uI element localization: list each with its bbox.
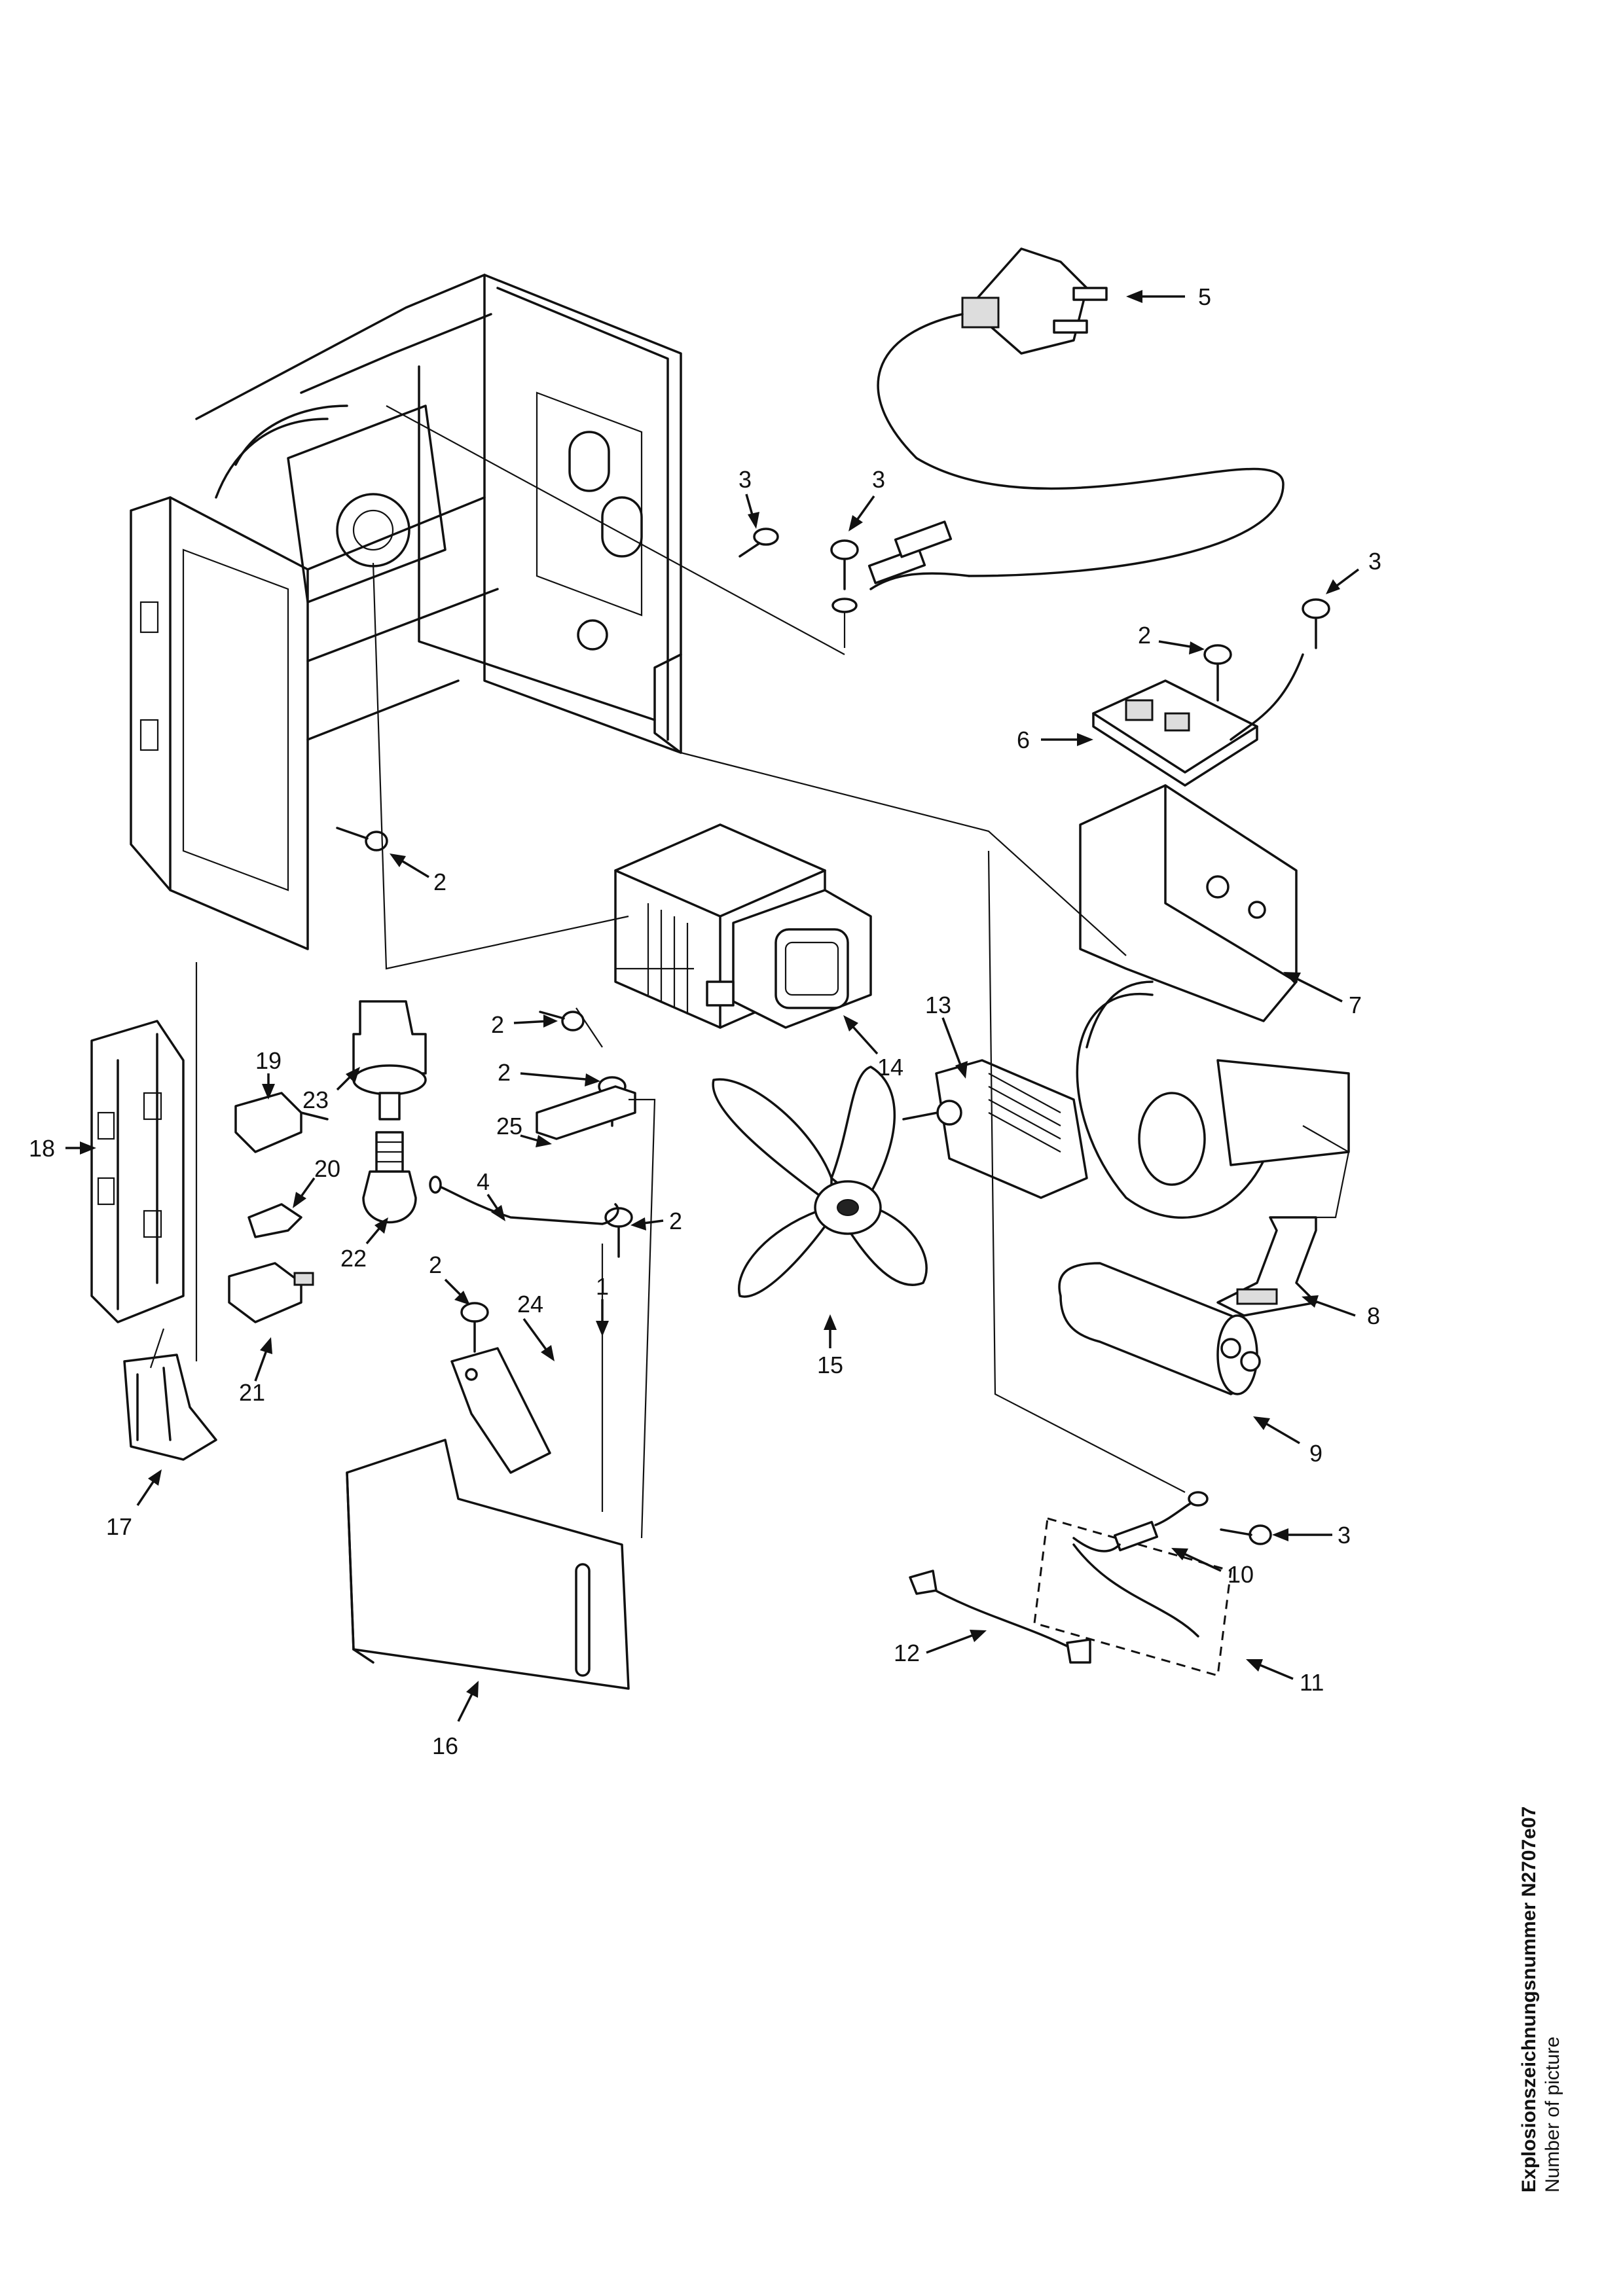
callout-1: 1 bbox=[596, 1273, 609, 1300]
callout-2-a: 2 bbox=[1138, 622, 1151, 649]
callout-12: 12 bbox=[894, 1640, 920, 1666]
callout-10: 10 bbox=[1228, 1561, 1254, 1588]
callout-11: 11 bbox=[1300, 1669, 1324, 1696]
callout-17: 17 bbox=[106, 1513, 132, 1540]
picture-number-caption: Explosionszeichnungsnummer N2707e07 Numb… bbox=[1518, 1407, 1565, 2193]
callout-4: 4 bbox=[477, 1168, 490, 1195]
switch-lever bbox=[123, 1354, 217, 1461]
callout-21: 21 bbox=[239, 1379, 265, 1406]
jumper-wire bbox=[909, 1570, 1091, 1664]
callout-16: 16 bbox=[432, 1732, 458, 1759]
fan-blade bbox=[712, 1066, 928, 1298]
fan-motor bbox=[902, 1059, 1088, 1199]
callout-20: 20 bbox=[314, 1155, 340, 1182]
callout-23: 23 bbox=[302, 1086, 329, 1113]
callout-3-b: 3 bbox=[872, 466, 885, 493]
magnetron bbox=[614, 823, 872, 1029]
callout-24: 24 bbox=[517, 1291, 543, 1318]
lever-rod bbox=[429, 1175, 619, 1225]
lamp-bulb bbox=[362, 1131, 417, 1224]
switch-holder bbox=[90, 1020, 185, 1323]
callout-8: 8 bbox=[1367, 1302, 1380, 1329]
capacitor-bracket bbox=[1216, 1216, 1317, 1317]
actuator-25 bbox=[536, 1085, 636, 1140]
callout-7: 7 bbox=[1349, 992, 1362, 1018]
diode-assembly bbox=[1033, 1491, 1232, 1677]
callout-19: 19 bbox=[255, 1047, 282, 1074]
callout-9: 9 bbox=[1309, 1440, 1322, 1467]
caption-number-of-picture: Number of picture bbox=[1542, 2036, 1563, 2193]
callout-2-f: 2 bbox=[429, 1251, 442, 1278]
callout-18: 18 bbox=[29, 1135, 55, 1162]
callout-22: 22 bbox=[340, 1245, 367, 1272]
micro-switch-20 bbox=[247, 1203, 302, 1238]
circuit-board bbox=[1092, 653, 1304, 787]
micro-switch-21 bbox=[228, 1262, 314, 1323]
power-cord-plug bbox=[831, 247, 1285, 648]
callout-3-a: 3 bbox=[739, 466, 752, 493]
capacitor bbox=[1058, 1262, 1261, 1395]
micro-switch-19 bbox=[234, 1092, 329, 1153]
callout-14: 14 bbox=[877, 1054, 903, 1081]
lamp-socket bbox=[352, 1000, 427, 1121]
callout-2-b: 2 bbox=[433, 869, 447, 895]
callout-2-d: 2 bbox=[498, 1059, 511, 1086]
callout-25: 25 bbox=[496, 1113, 522, 1139]
callout-3-d: 3 bbox=[1338, 1522, 1351, 1549]
callout-labels: 5 3 3 3 2 6 7 2 2 14 13 2 19 23 25 18 20… bbox=[29, 283, 1381, 1759]
callout-15: 15 bbox=[817, 1352, 843, 1378]
callout-5: 5 bbox=[1198, 283, 1211, 310]
oven-chassis bbox=[130, 274, 682, 950]
callout-13: 13 bbox=[925, 992, 951, 1018]
callout-3-c: 3 bbox=[1368, 548, 1381, 575]
callout-2-e: 2 bbox=[669, 1208, 682, 1234]
callout-arrows bbox=[65, 290, 1360, 1722]
cover-plate bbox=[346, 1439, 630, 1690]
caption-picture-number: Explosionszeichnungsnummer N2707e07 bbox=[1518, 1806, 1540, 2193]
leader-lines bbox=[149, 405, 1350, 1539]
callout-6: 6 bbox=[1017, 726, 1030, 753]
mounting-bracket bbox=[450, 1347, 551, 1474]
fan-duct bbox=[1076, 784, 1350, 1219]
callout-2-c: 2 bbox=[491, 1011, 504, 1038]
